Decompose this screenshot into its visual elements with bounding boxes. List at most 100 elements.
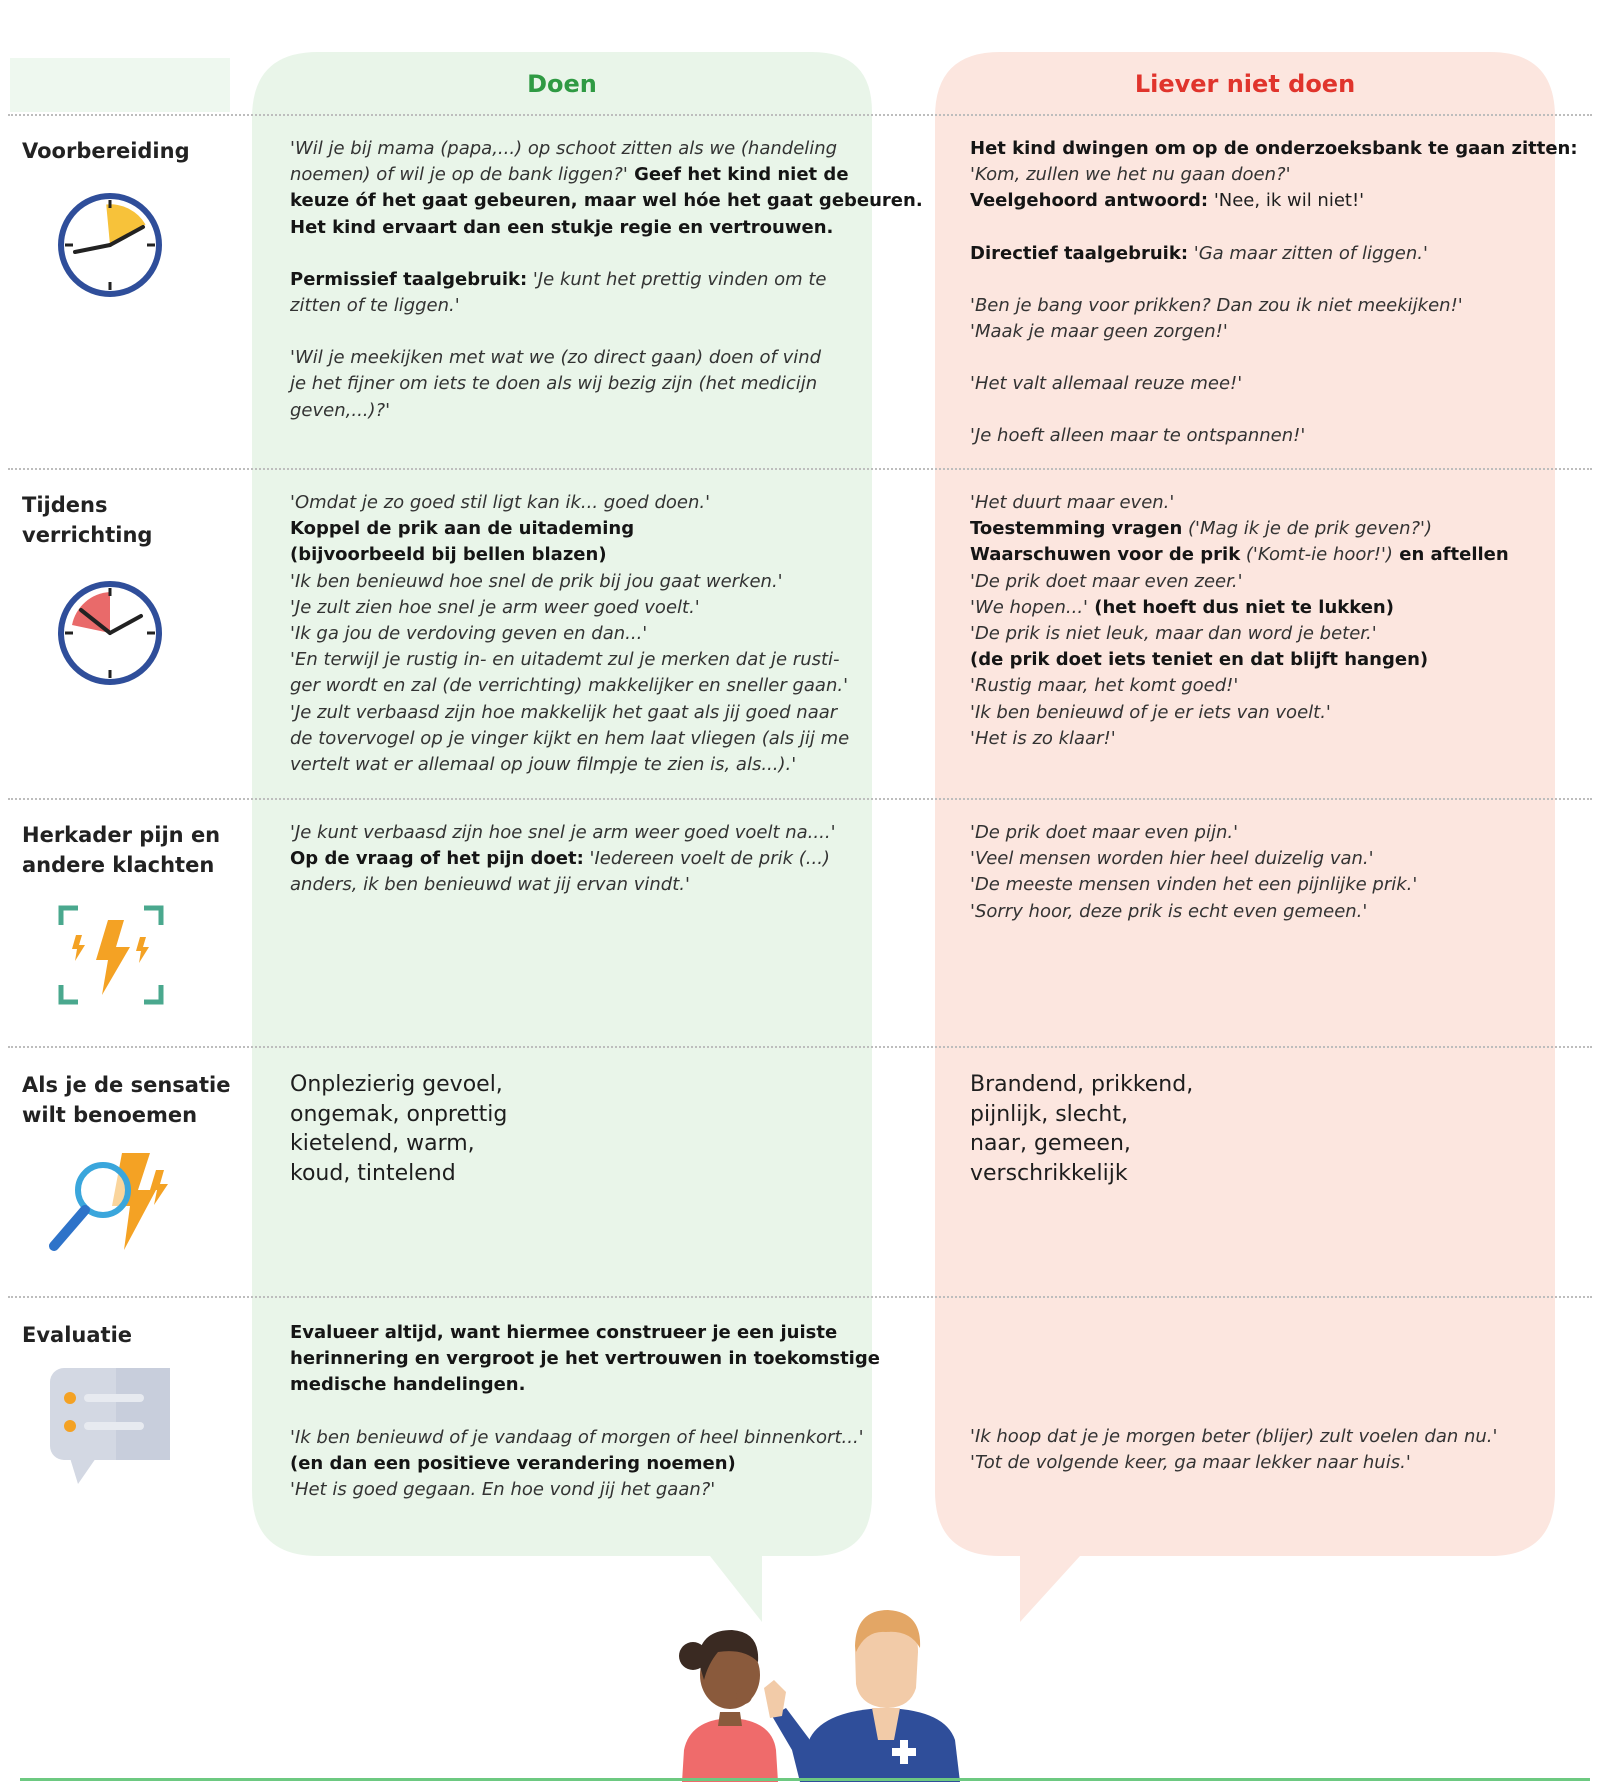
text-line: Het kind dwingen om op de onderzoeksbank… <box>970 136 1578 162</box>
plain-text: ongemak, onprettig <box>290 1101 508 1127</box>
blank-line <box>970 1372 1530 1398</box>
lightning-frame-icon <box>58 905 164 1005</box>
dont-column-title: Liever niet doen <box>1134 70 1356 98</box>
text-line: Onplezierig gevoel, <box>290 1070 850 1100</box>
text-line: Op de vraag of het pijn doet: 'Iedereen … <box>290 846 850 872</box>
guidance-text: Veelgehoord antwoord: <box>970 190 1209 212</box>
example-quote: 'De prik doet maar even pijn.' <box>970 822 1239 843</box>
chat-list-icon <box>50 1368 170 1484</box>
row-label-evaluatie: Evaluatie <box>22 1323 133 1347</box>
example-quote: 'Het is zo klaar!' <box>970 727 1116 749</box>
guidance-text: Directief taalgebruik: <box>970 242 1189 264</box>
example-quote: 'Ben je bang voor prikken? Dan zou ik ni… <box>970 294 1463 316</box>
plain-text: pijnlijk, slecht, <box>970 1101 1128 1127</box>
text-line: geven,...)?' <box>290 398 850 424</box>
text-line: Koppel de prik aan de uitademing <box>290 516 850 542</box>
example-quote: 'We hopen...' <box>970 596 1088 618</box>
example-quote: ('Mag ik je de prik geven?') <box>1182 518 1433 540</box>
text-line: 'De prik is niet leuk, maar dan word je … <box>970 621 1530 647</box>
example-quote: 'En terwijl je rustig in- en uitademt zu… <box>290 649 840 671</box>
example-quote: 'De meeste mensen vinden het een pijnlij… <box>970 874 1418 896</box>
text-line: 'Ik hoop dat je je morgen beter (blijer)… <box>970 1424 1530 1450</box>
guidance-text: (bijvoorbeeld bij bellen blazen) <box>290 544 607 566</box>
guidance-text: Geef het kind niet de <box>627 164 849 186</box>
text-line: 'Tot de volgende keer, ga maar lekker na… <box>970 1450 1530 1476</box>
example-quote: 'Kom, zullen we het nu gaan doen?' <box>970 164 1291 186</box>
text-line: 'Het is zo klaar!' <box>970 726 1530 752</box>
text-line: 'Het valt allemaal reuze mee!' <box>970 371 1530 397</box>
text-line: 'Het duurt maar even.' <box>970 490 1530 516</box>
text-line: 'Veel mensen worden hier heel duizelig v… <box>970 846 1530 872</box>
blank-line <box>970 397 1530 423</box>
example-quote: noemen) of wil je op de bank liggen?' <box>290 164 628 186</box>
text-line: 'Rustig maar, het komt goed!' <box>970 673 1530 699</box>
text-line: keuze óf het gaat gebeuren, maar wel hóe… <box>290 188 923 214</box>
example-quote: 'Je zult verbaasd zijn hoe makkelijk het… <box>290 701 838 723</box>
example-quote: 'Ik ben benieuwd of je vandaag of morgen… <box>290 1426 864 1448</box>
text-line: de tovervogel op je vinger kijkt en hem … <box>290 726 850 752</box>
example-quote: 'Ik hoop dat je je morgen beter (blijer)… <box>970 1426 1498 1447</box>
header-corner <box>10 58 230 112</box>
text-line: 'Omdat je zo goed stil ligt kan ik... go… <box>290 490 850 516</box>
example-quote: 'Je zult zien hoe snel je arm weer goed … <box>290 596 700 618</box>
text-line: 'Maak je maar geen zorgen!' <box>970 319 1530 345</box>
text-line: naar, gemeen, <box>970 1129 1530 1159</box>
example-quote: 'Sorry hoor, deze prik is echt even geme… <box>970 900 1368 922</box>
guidance-text: en aftellen <box>1392 544 1509 566</box>
example-quote: ('Komt-ie hoor!') <box>1240 544 1393 566</box>
text-line: ger wordt en zal (de verrichting) makkel… <box>290 673 850 699</box>
dont-cell-voorbereiding: Het kind dwingen om op de onderzoeksbank… <box>970 136 1578 450</box>
text-line: 'Je hoeft alleen maar te ontspannen!' <box>970 423 1530 449</box>
example-quote: de tovervogel op je vinger kijkt en hem … <box>290 727 850 749</box>
text-line: Directief taalgebruik: 'Ga maar zitten o… <box>970 241 1530 267</box>
text-line: 'Wil je bij mama (papa,...) op schoot zi… <box>290 136 850 162</box>
text-line: 'Ik ga jou de verdoving geven en dan...' <box>290 621 850 647</box>
plain-text: 'Nee, ik wil niet!' <box>1208 190 1365 212</box>
text-line: 'We hopen...' (het hoeft dus niet te luk… <box>970 595 1530 621</box>
example-quote: 'De prik is niet leuk, maar dan word je … <box>970 623 1377 645</box>
text-line: vertelt wat er allemaal op jouw filmpje … <box>290 752 850 778</box>
guidance-text: keuze óf het gaat gebeuren, maar wel hóe… <box>290 190 923 212</box>
text-line: 'De prik doet maar even pijn.' <box>970 820 1530 846</box>
plain-text: naar, gemeen, <box>970 1131 1131 1156</box>
text-line: herinnering en vergroot je het vertrouwe… <box>290 1346 880 1372</box>
text-line: Evalueer altijd, want hiermee construeer… <box>290 1320 850 1346</box>
text-line: 'Je zult verbaasd zijn hoe makkelijk het… <box>290 700 850 726</box>
row-divider <box>8 114 1592 116</box>
text-line: (en dan een positieve verandering noemen… <box>290 1451 850 1477</box>
example-quote: 'Het duurt maar even.' <box>970 492 1175 513</box>
text-line: 'Je kunt verbaasd zijn hoe snel je arm w… <box>290 820 850 846</box>
guidance-text: (en dan een positieve verandering noemen… <box>290 1452 736 1474</box>
blank-line <box>290 319 850 345</box>
example-quote: 'Ga maar zitten of liggen.' <box>1188 242 1428 264</box>
text-line: koud, tintelend <box>290 1159 850 1189</box>
guidance-text: Evalueer altijd, want hiermee construeer… <box>290 1322 838 1343</box>
text-line: kietelend, warm, <box>290 1129 850 1159</box>
text-line: 'De prik doet maar even zeer.' <box>970 569 1530 595</box>
blank-line <box>290 241 850 267</box>
guidance-text: Waarschuwen voor de prik <box>970 544 1241 566</box>
row-divider <box>8 1046 1592 1048</box>
text-line: (bijvoorbeeld bij bellen blazen) <box>290 542 850 568</box>
example-quote: 'Iedereen voelt de prik (...) <box>583 848 830 870</box>
guidance-text: Permissief taalgebruik: <box>290 268 528 290</box>
blank-line <box>970 215 1530 241</box>
plain-text: koud, tintelend <box>290 1160 456 1186</box>
bottom-rule <box>20 1778 1590 1781</box>
guidance-text: herinnering en vergroot je het vertrouwe… <box>290 1348 880 1370</box>
text-line: 'Het is goed gegaan. En hoe vond jij het… <box>290 1477 850 1503</box>
example-quote: 'Ik ben benieuwd hoe snel de prik bij jo… <box>290 570 783 592</box>
row-divider <box>8 468 1592 470</box>
blank-line <box>970 1398 1530 1424</box>
example-quote: 'Het valt allemaal reuze mee!' <box>970 373 1243 395</box>
blank-line <box>970 1346 1530 1372</box>
guidance-text: Toestemming vragen <box>970 518 1183 540</box>
guidance-text: (de prik doet iets teniet en dat blijft … <box>970 649 1429 671</box>
text-line: Toestemming vragen ('Mag ik je de prik g… <box>970 516 1530 542</box>
row-label-voorbereiding: Voorbereiding <box>22 139 190 163</box>
dont-cell-tijdens-verrichting: 'Het duurt maar even.' Toestemming vragen… <box>970 490 1530 752</box>
do-column-title: Doen <box>527 70 597 98</box>
example-quote: 'Omdat je zo goed stil ligt kan ik... go… <box>290 492 711 513</box>
text-line: Waarschuwen voor de prik ('Komt-ie hoor!… <box>970 542 1530 568</box>
plain-text: verschrikkelijk <box>970 1160 1128 1186</box>
